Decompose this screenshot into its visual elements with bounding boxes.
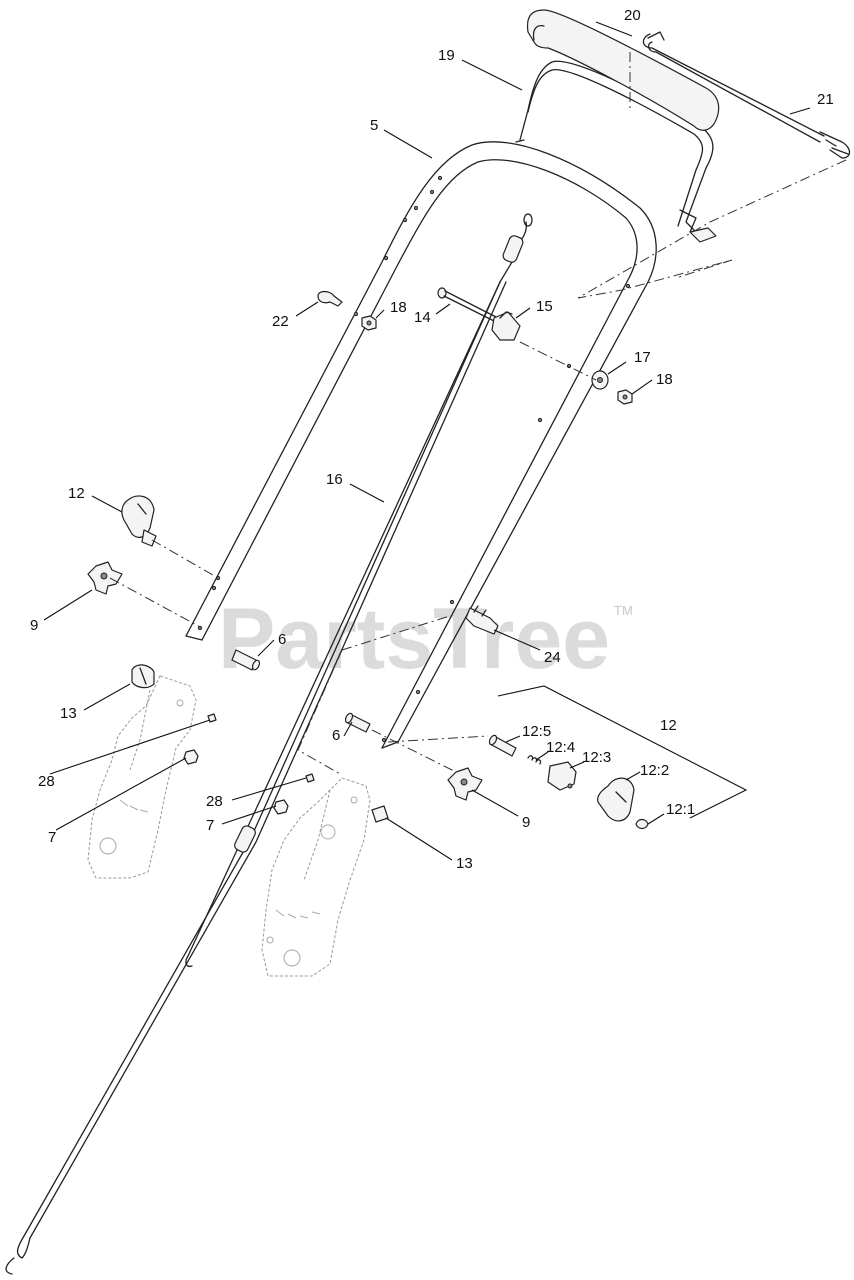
callout-15: 15 [536, 298, 553, 315]
cable-clip-22 [317, 290, 343, 307]
bail-grip [526, 9, 720, 131]
nut-18-lower [617, 389, 633, 405]
callout-7-left: 7 [48, 829, 56, 846]
handle-stop-13-left [131, 664, 155, 689]
callout-16: 16 [326, 471, 343, 488]
watermark-text: PartsTree [218, 591, 610, 687]
callout-12-2: 12:2 [640, 762, 669, 779]
callout-19: 19 [438, 47, 455, 64]
callout-12-3: 12:3 [582, 749, 611, 766]
callout-14: 14 [414, 309, 431, 326]
spacer-17 [591, 370, 609, 390]
nut-7-left [183, 749, 199, 765]
callout-20: 20 [624, 7, 641, 24]
left-mount-bracket-ghost [87, 675, 197, 879]
callout-13-left: 13 [60, 705, 77, 722]
nut-7-right [273, 799, 289, 815]
callout-21: 21 [817, 91, 834, 108]
leader-lines [43, 21, 811, 861]
right-mount-bracket-ghost [261, 777, 371, 977]
callout-12-1: 12:1 [666, 801, 695, 818]
callout-18-upper: 18 [390, 299, 407, 316]
pin-6-left [231, 649, 261, 671]
handle-stop-13-right [371, 805, 389, 823]
callout-12-4: 12:4 [546, 739, 575, 756]
assembly-centerlines [109, 52, 847, 776]
cable-bracket-15 [491, 311, 521, 341]
bolt-14 [437, 287, 499, 323]
watermark-trademark: TM [614, 603, 633, 618]
traction-rod [642, 31, 851, 159]
callout-labels: 20 19 21 5 22 18 14 15 17 18 16 12 9 6 2… [30, 7, 834, 872]
nut-18-upper [361, 315, 377, 331]
screw-28-right [305, 773, 315, 783]
control-cable [5, 213, 533, 1275]
callout-28-left: 28 [38, 773, 55, 790]
callout-7-right: 7 [206, 817, 214, 834]
knob-9-right [447, 767, 483, 801]
callout-22: 22 [272, 313, 289, 330]
callout-13-right: 13 [456, 855, 473, 872]
callout-24: 24 [544, 649, 561, 666]
callout-12-5: 12:5 [522, 723, 551, 740]
callout-9-right: 9 [522, 814, 530, 831]
callout-9-left: 9 [30, 617, 38, 634]
callout-17: 17 [634, 349, 651, 366]
callout-6-right: 6 [332, 727, 340, 744]
upper-handle-frame [185, 141, 657, 749]
cam-lever-left [121, 495, 157, 547]
callout-18-lower: 18 [656, 371, 673, 388]
pin-6-right [344, 712, 371, 733]
callout-5: 5 [370, 117, 378, 134]
knob-9-left [87, 561, 123, 595]
callout-6-left: 6 [278, 631, 286, 648]
callout-12-left: 12 [68, 485, 85, 502]
cam-lever-assembly [488, 685, 748, 830]
callout-28-right: 28 [206, 793, 223, 810]
callout-12-assembly: 12 [660, 717, 677, 734]
cable-guide-24 [465, 605, 499, 635]
